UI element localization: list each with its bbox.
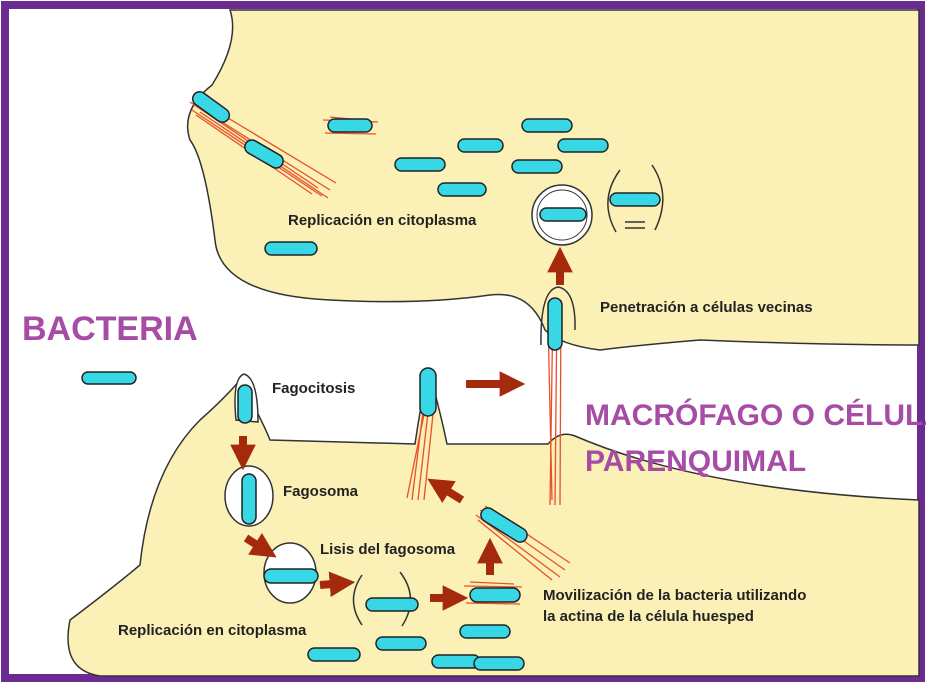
label-phagosome: Fagosoma bbox=[283, 483, 358, 502]
label-penetration: Penetración a células vecinas bbox=[600, 299, 813, 318]
bacterium bbox=[522, 119, 572, 132]
bacterium bbox=[82, 372, 136, 384]
bacterium bbox=[512, 160, 562, 173]
label-replication-top: Replicación en citoplasma bbox=[288, 212, 476, 231]
bacterium bbox=[432, 655, 480, 668]
bacterium bbox=[395, 158, 445, 171]
bacterium bbox=[458, 139, 503, 152]
bacterium bbox=[238, 385, 252, 423]
bacterium bbox=[376, 637, 426, 650]
bacterium bbox=[558, 139, 608, 152]
bacterium bbox=[265, 242, 317, 255]
bacterium bbox=[366, 598, 418, 611]
bacterium bbox=[328, 119, 372, 132]
bacteria-title: BACTERIA bbox=[22, 312, 198, 348]
label-phagocytosis: Fagocitosis bbox=[272, 380, 355, 399]
label-lysis: Lisis del fagosoma bbox=[320, 541, 455, 560]
arrow-right-lysis bbox=[320, 583, 345, 585]
bacterium bbox=[242, 474, 256, 524]
macrophage-title-line2: PARENQUIMAL bbox=[585, 446, 806, 478]
bacterium bbox=[474, 657, 524, 670]
bacterium bbox=[470, 588, 520, 602]
bacterium bbox=[438, 183, 486, 196]
macrophage-title-line1: MACRÓFAGO O CÉLULA bbox=[585, 400, 926, 432]
bacterium bbox=[420, 368, 436, 416]
bacterium bbox=[460, 625, 510, 638]
bacterium bbox=[540, 208, 586, 221]
bacterium bbox=[264, 569, 318, 583]
bacterium bbox=[308, 648, 360, 661]
label-mobilization-line1: Movilización de la bacteria utilizando bbox=[543, 587, 806, 606]
bacterium bbox=[610, 193, 660, 206]
bacterium bbox=[548, 298, 562, 350]
label-replication-bottom: Replicación en citoplasma bbox=[118, 622, 306, 641]
label-mobilization-line2: la actina de la célula huesped bbox=[543, 608, 754, 627]
